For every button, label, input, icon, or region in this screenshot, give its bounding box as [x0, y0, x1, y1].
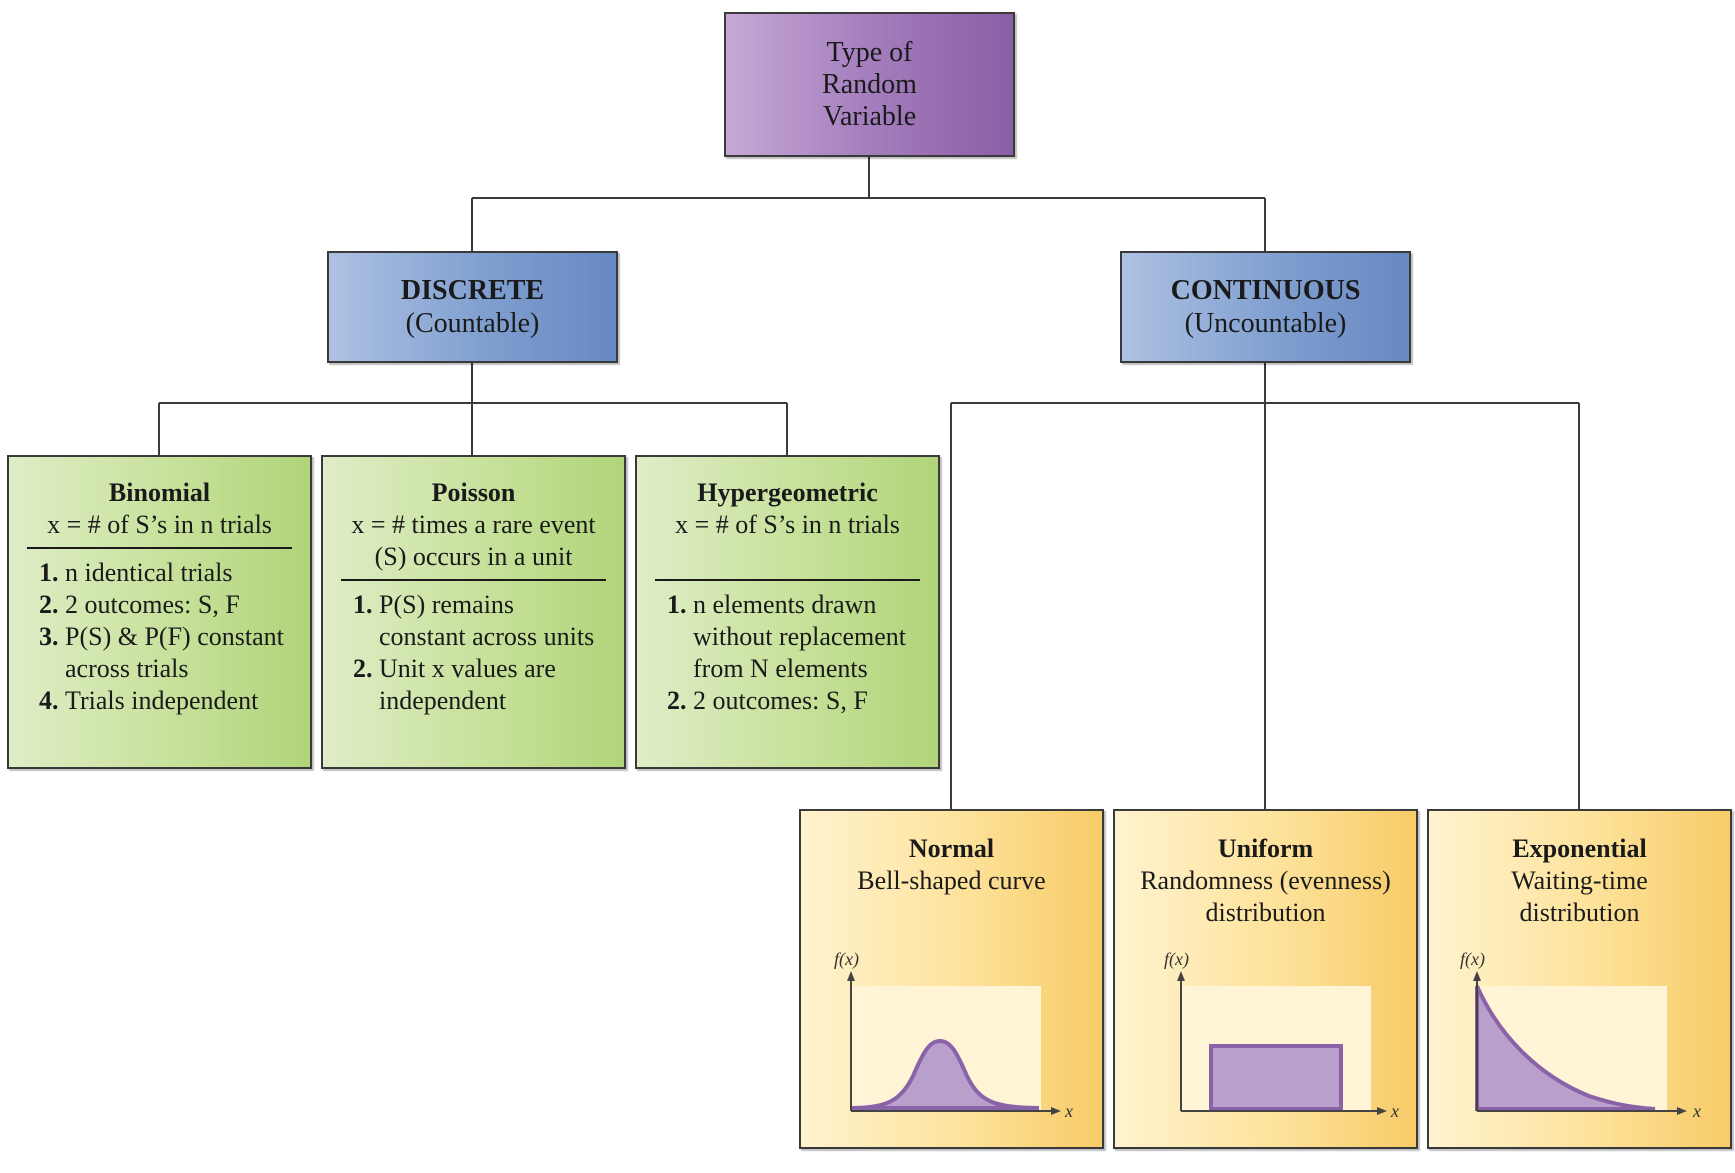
binomial-node: Binomial x = # of S’s in n trials 1. n i… — [7, 455, 312, 769]
y-axis-label: f(x) — [834, 949, 859, 970]
poisson-definition-line1: x = # times a rare event — [351, 510, 596, 539]
bell-curve — [850, 1038, 1040, 1110]
item-text: n identical trials — [65, 558, 233, 587]
uniform-density-plot: f(x) x — [1164, 949, 1399, 1121]
root-label-line1: Type of — [826, 36, 913, 68]
x-axis-arrow-icon — [1377, 1107, 1387, 1115]
list-item: 4. Trials independent — [39, 685, 292, 717]
binomial-name: Binomial — [108, 478, 211, 507]
y-axis-arrow-icon — [847, 971, 855, 981]
x-axis-arrow-icon — [1051, 1107, 1061, 1115]
discrete-to-leaves-line — [158, 363, 788, 455]
root-label-line3: Variable — [822, 100, 917, 132]
uniform-description-line1: Randomness (evenness) — [1140, 866, 1391, 895]
continuous-to-leaves-line — [950, 363, 1580, 809]
discrete-node: DISCRETE (Countable) — [327, 251, 618, 363]
x-axis-label: x — [1390, 1101, 1399, 1121]
hypergeometric-definition: x = # of S’s in n trials — [675, 510, 900, 539]
item-number: 2. — [39, 590, 59, 619]
item-text: 2 outcomes: S, F — [693, 686, 868, 715]
item-text: 2 outcomes: S, F — [65, 590, 240, 619]
exponential-node: Exponential Waiting-time distribution f(… — [1427, 809, 1732, 1149]
y-axis-label: f(x) — [1164, 949, 1189, 970]
uniform-rectangle — [1209, 1044, 1343, 1111]
continuous-node: CONTINUOUS (Uncountable) — [1120, 251, 1411, 363]
item-number: 4. — [39, 686, 59, 715]
x-axis-label: x — [1692, 1101, 1701, 1121]
hypergeometric-conditions: 1. n elements drawn without replacement … — [655, 589, 920, 717]
binomial-definition: x = # of S’s in n trials — [47, 510, 272, 539]
exponential-description-line1: Waiting-time — [1511, 866, 1648, 895]
item-text: Unit x values are independent — [379, 654, 556, 715]
list-item: 1. n identical trials — [39, 557, 292, 589]
item-text: Trials independent — [65, 686, 259, 715]
continuous-subtitle: (Uncountable) — [1184, 308, 1347, 339]
uniform-name: Uniform — [1217, 834, 1314, 863]
list-item: 1. n elements drawn without replacement … — [667, 589, 920, 685]
uniform-description-line2: distribution — [1205, 898, 1326, 927]
y-axis-arrow-icon — [1473, 971, 1481, 981]
y-axis-arrow-icon — [1177, 971, 1185, 981]
list-item: 1. P(S) remains constant across units — [353, 589, 606, 653]
item-number: 1. — [667, 590, 687, 619]
exponential-density-plot: f(x) x — [1460, 949, 1701, 1121]
item-number: 2. — [353, 654, 373, 683]
y-axis-label: f(x) — [1460, 949, 1485, 970]
discrete-title: DISCRETE — [400, 275, 545, 306]
root-node: Type of Random Variable — [724, 12, 1015, 157]
exponential-description-line2: distribution — [1519, 898, 1640, 927]
binomial-conditions: 1. n identical trials 2. 2 outcomes: S, … — [27, 557, 292, 717]
poisson-divider — [341, 579, 606, 581]
item-text: P(S) remains constant across units — [379, 590, 595, 651]
list-item: 2. 2 outcomes: S, F — [39, 589, 292, 621]
item-text: P(S) & P(F) constant across trials — [65, 622, 284, 683]
spacer — [655, 541, 920, 573]
item-text: n elements drawn without replacement fro… — [693, 590, 906, 683]
poisson-node: Poisson x = # times a rare event (S) occ… — [321, 455, 626, 769]
item-number: 2. — [667, 686, 687, 715]
root-label-line2: Random — [822, 68, 917, 100]
item-number: 3. — [39, 622, 59, 651]
poisson-name: Poisson — [431, 478, 516, 507]
poisson-conditions: 1. P(S) remains constant across units 2.… — [341, 589, 606, 717]
uniform-node: Uniform Randomness (evenness) distributi… — [1113, 809, 1418, 1149]
exponential-name: Exponential — [1512, 834, 1647, 863]
poisson-definition-line2: (S) occurs in a unit — [374, 542, 573, 571]
continuous-title: CONTINUOUS — [1170, 275, 1361, 306]
item-number: 1. — [39, 558, 59, 587]
root-to-categories-line — [471, 157, 1266, 251]
list-item: 2. Unit x values are independent — [353, 653, 606, 717]
x-axis-label: x — [1064, 1101, 1073, 1121]
hypergeometric-name: Hypergeometric — [697, 478, 878, 507]
normal-node: Normal Bell-shaped curve f(x) x — [799, 809, 1104, 1149]
normal-description: Bell-shaped curve — [857, 866, 1046, 895]
hypergeometric-divider — [655, 579, 920, 581]
normal-density-plot: f(x) x — [834, 949, 1073, 1121]
list-item: 2. 2 outcomes: S, F — [667, 685, 920, 717]
x-axis-arrow-icon — [1677, 1107, 1687, 1115]
exponential-curve — [1475, 985, 1656, 1111]
normal-name: Normal — [908, 834, 995, 863]
item-number: 1. — [353, 590, 373, 619]
binomial-divider — [27, 547, 292, 549]
hypergeometric-node: Hypergeometric x = # of S’s in n trials … — [635, 455, 940, 769]
list-item: 3. P(S) & P(F) constant across trials — [39, 621, 292, 685]
discrete-subtitle: (Countable) — [405, 308, 540, 339]
